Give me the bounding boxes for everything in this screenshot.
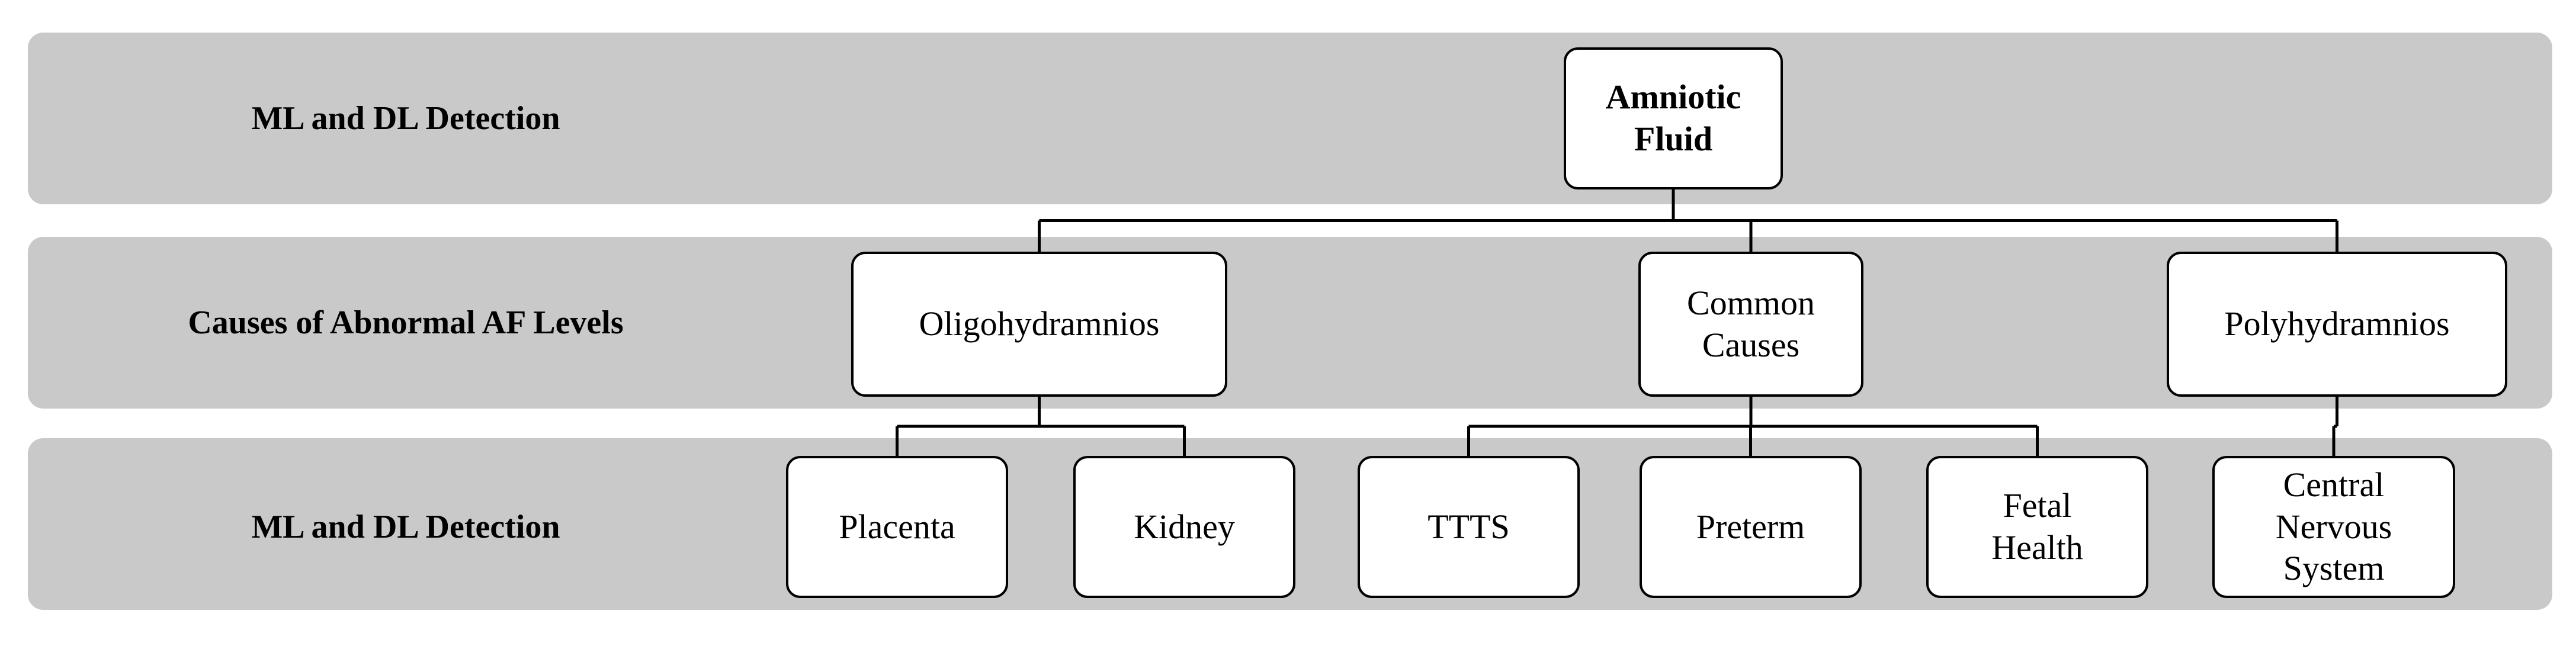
band-label-causes-abnormal-af: Causes of Abnormal AF Levels (188, 304, 624, 341)
band-ml-dl-detection-top (28, 33, 2552, 204)
connector-root (1038, 189, 2338, 252)
node-placenta: Placenta (786, 456, 1008, 598)
band-label-ml-dl-detection-bottom: ML and DL Detection (251, 509, 560, 545)
node-preterm: Preterm (1640, 456, 1862, 598)
node-amniotic-fluid: Amniotic Fluid (1564, 47, 1783, 189)
node-oligohydramnios: Oligohydramnios (851, 252, 1227, 397)
node-fetal-health: Fetal Health (1926, 456, 2148, 598)
node-polyhydramnios: Polyhydramnios (2167, 252, 2507, 397)
band-label-ml-dl-detection-top: ML and DL Detection (251, 100, 560, 137)
node-kidney: Kidney (1073, 456, 1295, 598)
node-central-nervous-system: Central Nervous System (2212, 456, 2455, 598)
connector-polyhydramnios (2332, 397, 2338, 456)
connector-common-causes (1467, 397, 2039, 456)
band-causes-abnormal-af (28, 237, 2552, 409)
node-common-causes: Common Causes (1638, 252, 1863, 397)
connector-oligohydramnios (896, 397, 1186, 456)
node-ttts: TTTS (1358, 456, 1580, 598)
